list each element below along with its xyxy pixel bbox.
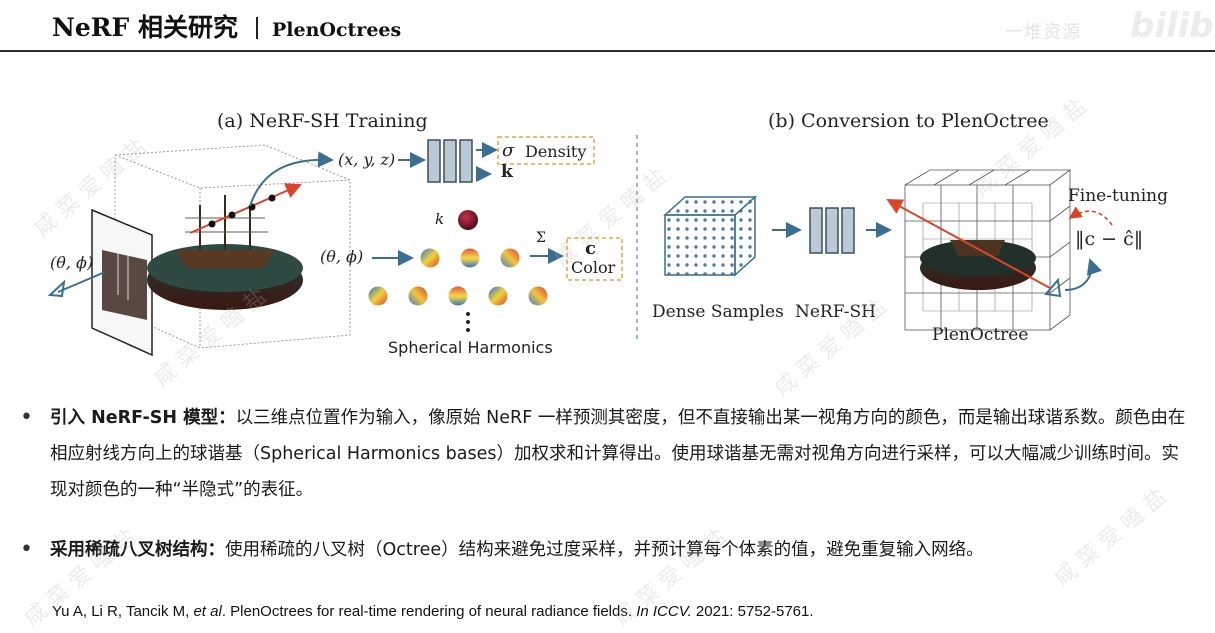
bullet-1: • 引入 NeRF-SH 模型：以三维点位置作为输入，像原始 NeRF 一样预测…	[0, 400, 1215, 510]
label-nerf-sh: NeRF-SH	[795, 302, 876, 322]
slide-title: NeRF 相关研究 PlenOctrees	[52, 8, 401, 44]
label-plenoctree: PlenOctree	[932, 325, 1029, 345]
bilibili-logo: bilibili	[1130, 6, 1215, 46]
mlp-left	[427, 139, 473, 183]
sample-points	[208, 194, 276, 228]
caption-b: (b) Conversion to PlenOctree	[768, 110, 1049, 132]
channel-watermark: 一堆资源	[1005, 22, 1081, 43]
ship-scene	[147, 195, 303, 310]
title-subtitle: PlenOctrees	[272, 19, 402, 41]
label-color: Color	[571, 258, 616, 277]
bullet-1-head: 引入 NeRF-SH 模型：	[50, 408, 236, 428]
octree-ship	[920, 240, 1036, 290]
label-c: c	[585, 238, 596, 259]
plenoctrees-figure: (a) NeRF-SH Training (b) Conversion to P…	[0, 100, 1215, 370]
slide-header: NeRF 相关研究 PlenOctrees 一堆资源 bilibili	[0, 0, 1215, 56]
bullet-2: • 采用稀疏八叉树结构：使用稀疏的八叉树（Octree）结构来避免过度采样，并预…	[0, 532, 1215, 572]
ref-title: . PlenOctrees for real-time rendering of…	[221, 603, 637, 620]
label-loss: ‖c − ĉ‖	[1075, 228, 1144, 250]
header-divider	[0, 50, 1215, 52]
bullet-2-text: 采用稀疏八叉树结构：使用稀疏的八叉树（Octree）结构来避免过度采样，并预计算…	[50, 532, 1190, 568]
figure-graphics	[47, 135, 1113, 357]
image-plane	[91, 208, 153, 357]
label-sigma: σ	[502, 140, 515, 161]
sh-ball-2n2	[368, 286, 388, 306]
title-text: NeRF 相关研究	[52, 13, 238, 42]
ref-year: 2021: 5752-5761.	[691, 603, 814, 620]
bullet-2-body: 使用稀疏的八叉树（Octree）结构来避免过度采样，并预计算每个体素的值，避免重…	[225, 540, 984, 560]
mlp-right	[809, 207, 855, 254]
reference: Yu A, Li R, Tancik M, et al. PlenOctrees…	[52, 603, 814, 620]
bullet-1-text: 引入 NeRF-SH 模型：以三维点位置作为输入，像原始 NeRF 一样预测其密…	[50, 400, 1190, 508]
sh-ball-2n1	[408, 286, 428, 306]
label-dense-samples: Dense Samples	[652, 302, 784, 322]
label-theta-phi: (θ, ϕ)	[320, 247, 364, 266]
label-spherical-harmonics: Spherical Harmonics	[388, 338, 553, 357]
density-box	[497, 136, 595, 165]
label-density: Density	[525, 142, 587, 161]
ellipsis-dots	[466, 312, 470, 332]
sh-ball-20	[448, 286, 468, 306]
ref-etal: et al	[193, 603, 222, 620]
sh-ball-1n1	[420, 248, 440, 268]
ref-authors: Yu A, Li R, Tancik M,	[52, 603, 194, 620]
bullet-1-body: 以三维点位置作为输入，像原始 NeRF 一样预测其密度，但不直接输出某一视角方向…	[50, 408, 1186, 500]
sh-ball-00	[458, 210, 478, 230]
bullet-dot: •	[20, 405, 33, 430]
label-theta-phi-left: (θ, ϕ)	[50, 253, 94, 272]
caption-a: (a) NeRF-SH Training	[217, 110, 428, 132]
sh-ball-11	[500, 248, 520, 268]
title-separator	[256, 17, 258, 39]
sh-ball-10	[460, 248, 480, 268]
label-fine-tuning: Fine-tuning	[1068, 186, 1168, 206]
bullet-2-head: 采用稀疏八叉树结构：	[50, 540, 225, 560]
label-xyz: (x, y, z)	[338, 150, 396, 169]
label-sum: Σ	[536, 230, 546, 246]
sh-ball-22	[528, 286, 548, 306]
dense-samples-cube	[663, 195, 757, 277]
ref-venue: In ICCV.	[636, 603, 692, 620]
label-k00: k	[435, 210, 445, 228]
label-k: k	[501, 162, 513, 182]
sh-ball-21	[488, 286, 508, 306]
bullet-dot: •	[20, 537, 33, 562]
